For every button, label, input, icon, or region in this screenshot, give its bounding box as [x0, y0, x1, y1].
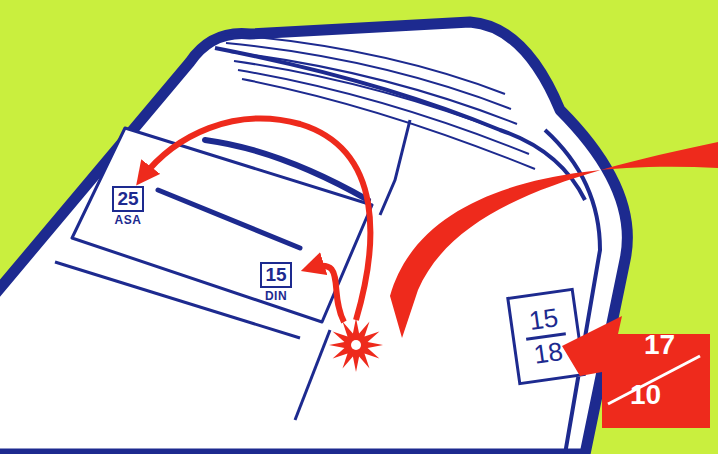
speed-unit: ASA: [115, 214, 142, 227]
rib-line: [230, 52, 517, 124]
panel-line: [55, 262, 300, 338]
speed-value: 15: [521, 303, 566, 341]
panel-edge: [295, 330, 330, 420]
arrow-fill: [562, 316, 710, 428]
red-arrow-label: 1710: [560, 316, 712, 430]
arrow-shape: [560, 316, 712, 430]
dial-hub: [351, 340, 361, 350]
din-window: 15DIN: [258, 262, 294, 303]
red-arrow: [310, 266, 344, 322]
rib-line: [234, 61, 523, 139]
rib-line: [238, 70, 529, 154]
slot-line: [158, 190, 300, 248]
speed-unit: 10: [630, 380, 661, 409]
panel-edge: [380, 120, 410, 215]
setting-dial: [329, 318, 383, 372]
speed-value: 25: [112, 186, 143, 212]
rib-line: [242, 79, 535, 169]
speed-unit: 18: [532, 336, 565, 369]
window-panel: [72, 128, 372, 322]
speed-value: 15: [260, 262, 291, 288]
speed-unit: DIN: [265, 290, 287, 303]
asa-window: 25ASA: [110, 186, 146, 227]
camera-body: [0, 22, 627, 454]
top-ribs: [222, 34, 535, 169]
dial-star: [329, 318, 383, 372]
film-speed-card: 1518: [506, 288, 586, 386]
speed-value: 17: [644, 330, 675, 359]
